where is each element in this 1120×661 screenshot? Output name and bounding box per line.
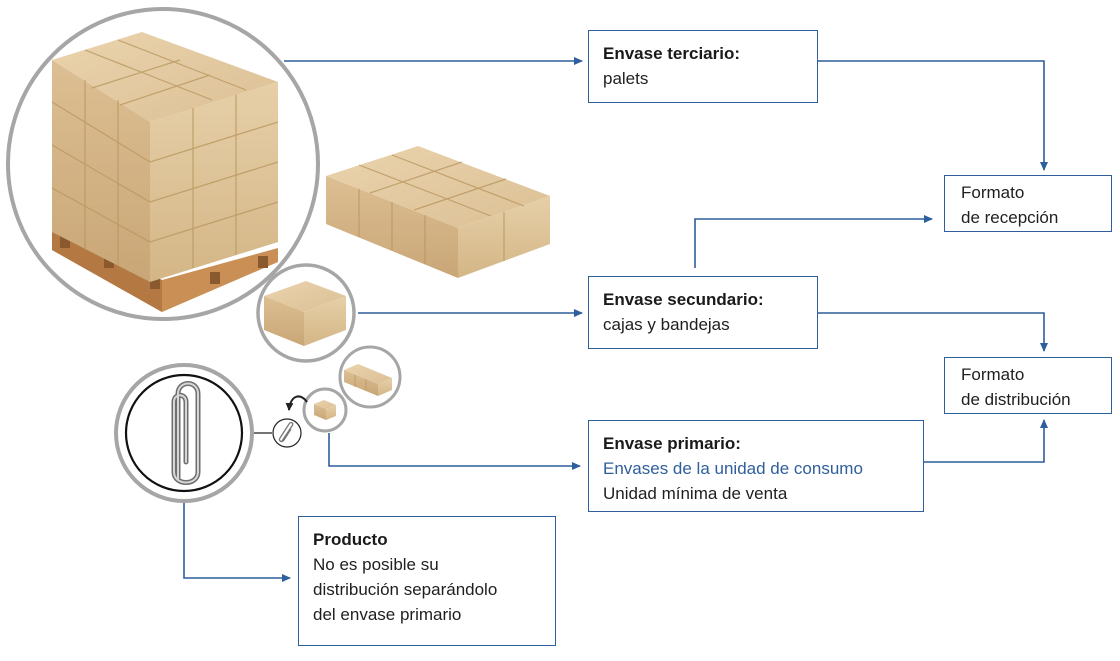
formato-distribucion-line-1: Formato [961,365,1025,384]
curved-arrow-icon [285,395,308,411]
unit-box-illustration [302,387,348,433]
connector-product-to-producto [183,503,291,582]
formato-recepcion-box: Formato de recepción [944,175,1112,232]
producto-line-2: distribución separándolo [313,580,498,599]
formato-distribucion-box: Formato de distribución [944,357,1112,414]
product-illustration [114,363,254,503]
connectors [183,57,1048,582]
producto-line-3: del envase primario [313,605,462,624]
connector-secundario-to-recepcion [694,215,933,268]
envase-primario-line-2: Unidad mínima de venta [603,484,788,503]
producto-line-1: No es posible su [313,555,439,574]
envase-terciario-title: Envase terciario: [603,44,741,63]
tray-illustration [326,146,550,278]
connector-secundario-to-distribucion [818,312,1048,352]
envase-primario-title: Envase primario: [603,434,741,453]
envase-secundario-box: Envase secundario: cajas y bandejas [588,276,818,349]
connector-terciario-to-recepcion [818,60,1048,171]
pallet-illustration [6,7,320,321]
envase-secundario-title: Envase secundario: [603,290,764,309]
envase-primario-box: Envase primario: Envases de la unidad de… [588,420,924,512]
producto-title: Producto [313,530,388,549]
connector-unit-to-primario [328,433,581,470]
envase-primario-line-1: Envases de la unidad de consumo [603,459,863,478]
formato-distribucion-line-2: de distribución [961,390,1071,409]
formato-recepcion-line-2: de recepción [961,208,1059,227]
envase-terciario-box: Envase terciario: palets [588,30,818,103]
envase-terciario-line-1: palets [603,69,649,88]
formato-recepcion-line-1: Formato [961,183,1025,202]
connector-primario-to-distribucion [924,419,1048,463]
small-tray-illustration [338,345,402,409]
box-illustration [256,263,356,363]
envase-secundario-line-1: cajas y bandejas [603,315,730,334]
producto-box: Producto No es posible su distribución s… [298,516,556,646]
paperclip-icon [171,381,201,485]
